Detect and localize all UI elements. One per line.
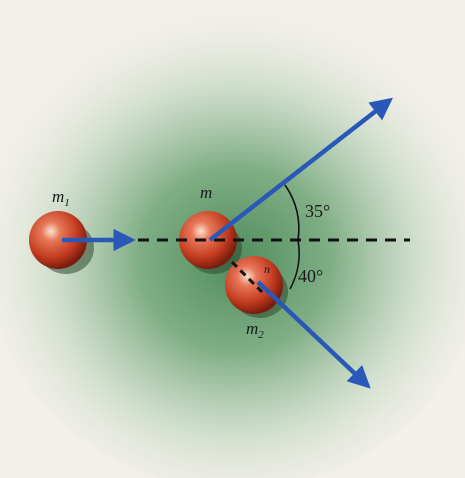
angle-arc-lower xyxy=(289,239,300,290)
angle-label-lower: 40° xyxy=(298,266,323,286)
velocity-arrow-m1-final xyxy=(208,97,393,242)
angle-arc-upper xyxy=(284,184,300,241)
ball-m2 xyxy=(225,256,283,314)
label-m2-on-ball: n xyxy=(264,262,270,276)
angle-label-upper: 35° xyxy=(305,201,330,221)
label-m1-collision: m xyxy=(200,183,212,202)
ball-m1-collision xyxy=(179,211,237,269)
label-m2: m2 xyxy=(246,319,264,341)
ball-m1-incoming xyxy=(29,211,87,269)
velocity-arrow-m2-final xyxy=(256,280,371,389)
label-m1-incoming: m1 xyxy=(52,187,70,209)
